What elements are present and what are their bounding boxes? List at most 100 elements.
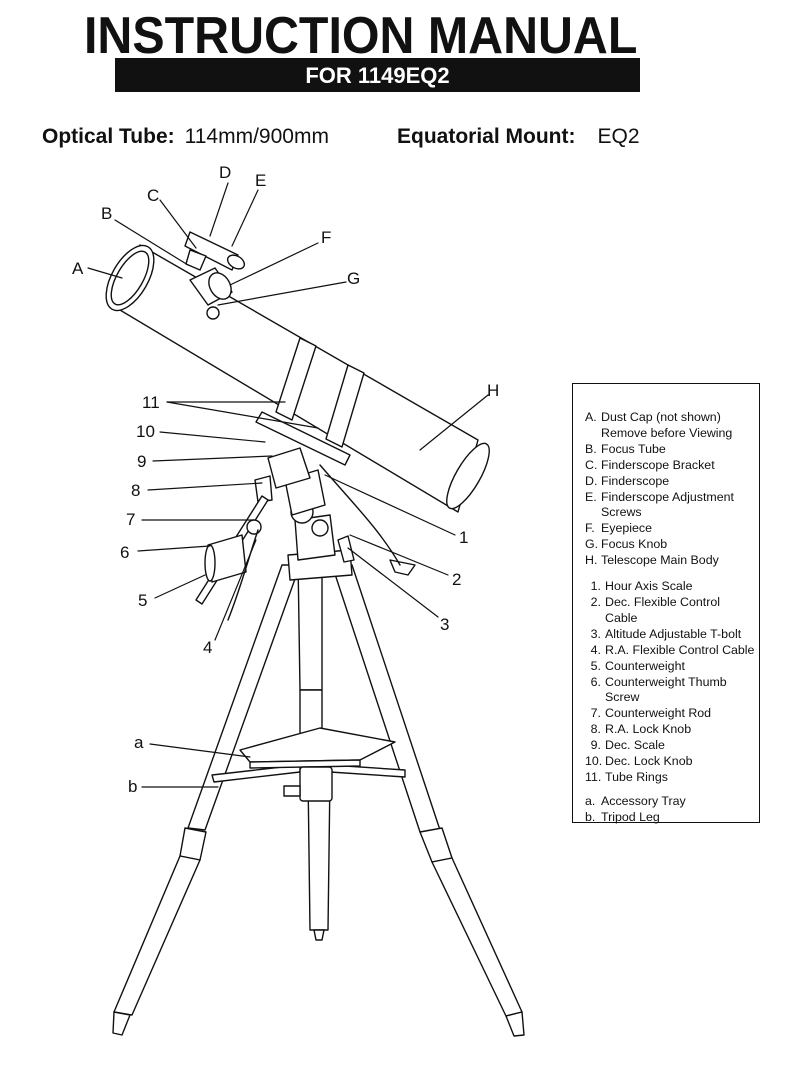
callout-A: A xyxy=(72,259,84,278)
legend-key: F. xyxy=(585,521,595,536)
legend-key: 5. xyxy=(590,658,601,673)
legend-text: Counterweight xyxy=(605,658,685,673)
legend-text: Counterweight Rod xyxy=(605,706,712,721)
callout-a: a xyxy=(134,733,144,752)
optical-tube-value: 114mm/900mm xyxy=(184,125,329,148)
legend-text: Dec. Lock Knob xyxy=(605,754,693,769)
legend-numbers: 1. Hour Axis Scale 2. Dec. Flexible Control… xyxy=(585,579,755,786)
legend-key: 10. xyxy=(585,754,603,769)
legend-item: 4. R.A. Flexible Control Cable xyxy=(585,643,755,659)
legend-key: 2. xyxy=(590,594,601,609)
callout-E: E xyxy=(255,171,266,190)
callout-b: b xyxy=(128,777,137,796)
legend-text: Finderscope Bracket xyxy=(601,457,715,472)
legend-text: Finderscope Adjustment xyxy=(601,489,734,504)
manual-title: INSTRUCTION MANUAL xyxy=(84,7,638,65)
counterweight-drawing xyxy=(195,495,269,605)
legend-key: A. xyxy=(585,410,597,424)
legend-key: C. xyxy=(585,457,598,472)
legend-key: 11. xyxy=(585,769,602,784)
callout-F: F xyxy=(321,228,331,247)
legend-item: C.Finderscope Bracket xyxy=(585,458,755,474)
legend-item: 1. Hour Axis Scale xyxy=(585,579,755,595)
legend-text: Remove before Viewing xyxy=(601,425,733,440)
callout-2: 2 xyxy=(452,570,461,589)
legend-text: Screw xyxy=(605,690,640,705)
legend-item: a. Accessory Tray xyxy=(585,794,755,810)
optical-tube-label: Optical Tube: xyxy=(42,125,175,148)
callout-5: 5 xyxy=(138,591,147,610)
legend-item: F. Eyepiece xyxy=(585,521,755,537)
callout-10: 10 xyxy=(136,422,155,441)
legend-text: Finderscope xyxy=(601,473,670,488)
legend-text: Eyepiece xyxy=(601,521,652,536)
model-subtitle: FOR 1149EQ2 xyxy=(305,63,450,88)
legend-text: Tripod Leg xyxy=(601,809,660,824)
legend-item: Screw xyxy=(585,690,755,706)
legend-key: 4. xyxy=(590,642,601,657)
legend-text: Altitude Adjustable T-bolt xyxy=(605,626,742,641)
legend-item: Remove before Viewing xyxy=(585,426,755,442)
legend-item: H.Telescope Main Body xyxy=(585,553,755,569)
legend-item: 5. Counterweight xyxy=(585,659,755,675)
eq-mount-drawing xyxy=(254,447,416,581)
legend-key: b. xyxy=(585,809,596,824)
legend-key: E. xyxy=(585,489,597,504)
legend-item: 8.R.A. Lock Knob xyxy=(585,722,755,738)
callout-D: D xyxy=(219,163,231,182)
legend-key: 3. xyxy=(590,626,601,641)
mount-value: EQ2 xyxy=(597,125,640,148)
dec-cable-drawing xyxy=(319,464,401,566)
legend-text: Tube Rings xyxy=(605,769,668,784)
callout-1: 1 xyxy=(459,528,468,547)
callout-11: 11 xyxy=(142,393,160,412)
legend-key: 1. xyxy=(590,579,601,594)
legend-item: G.Focus Knob xyxy=(585,537,755,553)
legend-item: 7. Counterweight Rod xyxy=(585,706,755,722)
legend-text: R.A. Flexible Control Cable xyxy=(605,642,755,657)
callout-7: 7 xyxy=(126,510,135,529)
legend-text: Dec. Scale xyxy=(605,738,665,753)
legend-key xyxy=(585,505,601,521)
legend-item: Screws xyxy=(585,505,755,521)
legend-key: 8. xyxy=(590,722,601,737)
legend-letters: A.Dust Cap (not shown)Remove before View… xyxy=(585,410,755,569)
callout-4: 4 xyxy=(203,638,212,657)
legend-text: Accessory Tray xyxy=(601,793,686,808)
legend-text: Counterweight Thumb xyxy=(605,674,727,689)
callout-3: 3 xyxy=(440,615,449,634)
legend-item: b. Tripod Leg xyxy=(585,810,755,826)
legend-text: Screws xyxy=(601,505,642,520)
legend-item: 3. Altitude Adjustable T-bolt xyxy=(585,627,755,643)
legend-text: Hour Axis Scale xyxy=(605,579,693,594)
optical-tube-spec: Optical Tube: 114mm/900mm xyxy=(42,125,329,149)
legend-key: 7. xyxy=(590,706,601,721)
callout-labels: A B C D E F G H 11 10 9 8 7 6 5 4 1 2 3 … xyxy=(72,163,499,796)
legend-small: a. Accessory Tray b. Tripod Leg xyxy=(585,794,755,826)
legend-item: 2. Dec. Flexible Control Cable xyxy=(585,595,755,627)
legend-text: Focus Tube xyxy=(601,441,666,456)
legend-key: a. xyxy=(585,793,596,808)
legend-text: Dec. Flexible Control Cable xyxy=(605,594,721,625)
legend-key: 6. xyxy=(590,674,601,689)
legend-item: 11.Tube Rings xyxy=(585,770,755,786)
ra-cable-drawing xyxy=(227,529,259,621)
callout-leaders xyxy=(87,182,489,788)
legend-item: 6. Counterweight Thumb xyxy=(585,675,755,691)
legend-item: 10.Dec. Lock Knob xyxy=(585,754,755,770)
callout-8: 8 xyxy=(131,481,140,500)
legend-key xyxy=(585,690,605,706)
parts-legend: A.Dust Cap (not shown)Remove before View… xyxy=(572,383,760,826)
legend-key: B. xyxy=(585,441,597,456)
legend-key: H. xyxy=(585,553,598,568)
mount-label: Equatorial Mount: xyxy=(397,125,576,148)
callout-G: G xyxy=(347,269,360,288)
optical-tube-drawing xyxy=(105,231,490,513)
legend-key xyxy=(585,426,601,442)
legend-text: Telescope Main Body xyxy=(601,553,719,568)
callout-6: 6 xyxy=(120,543,129,562)
legend-item: D.Finderscope xyxy=(585,474,755,490)
accessory-tray-drawing xyxy=(211,727,406,802)
legend-item: A.Dust Cap (not shown) xyxy=(585,410,755,426)
